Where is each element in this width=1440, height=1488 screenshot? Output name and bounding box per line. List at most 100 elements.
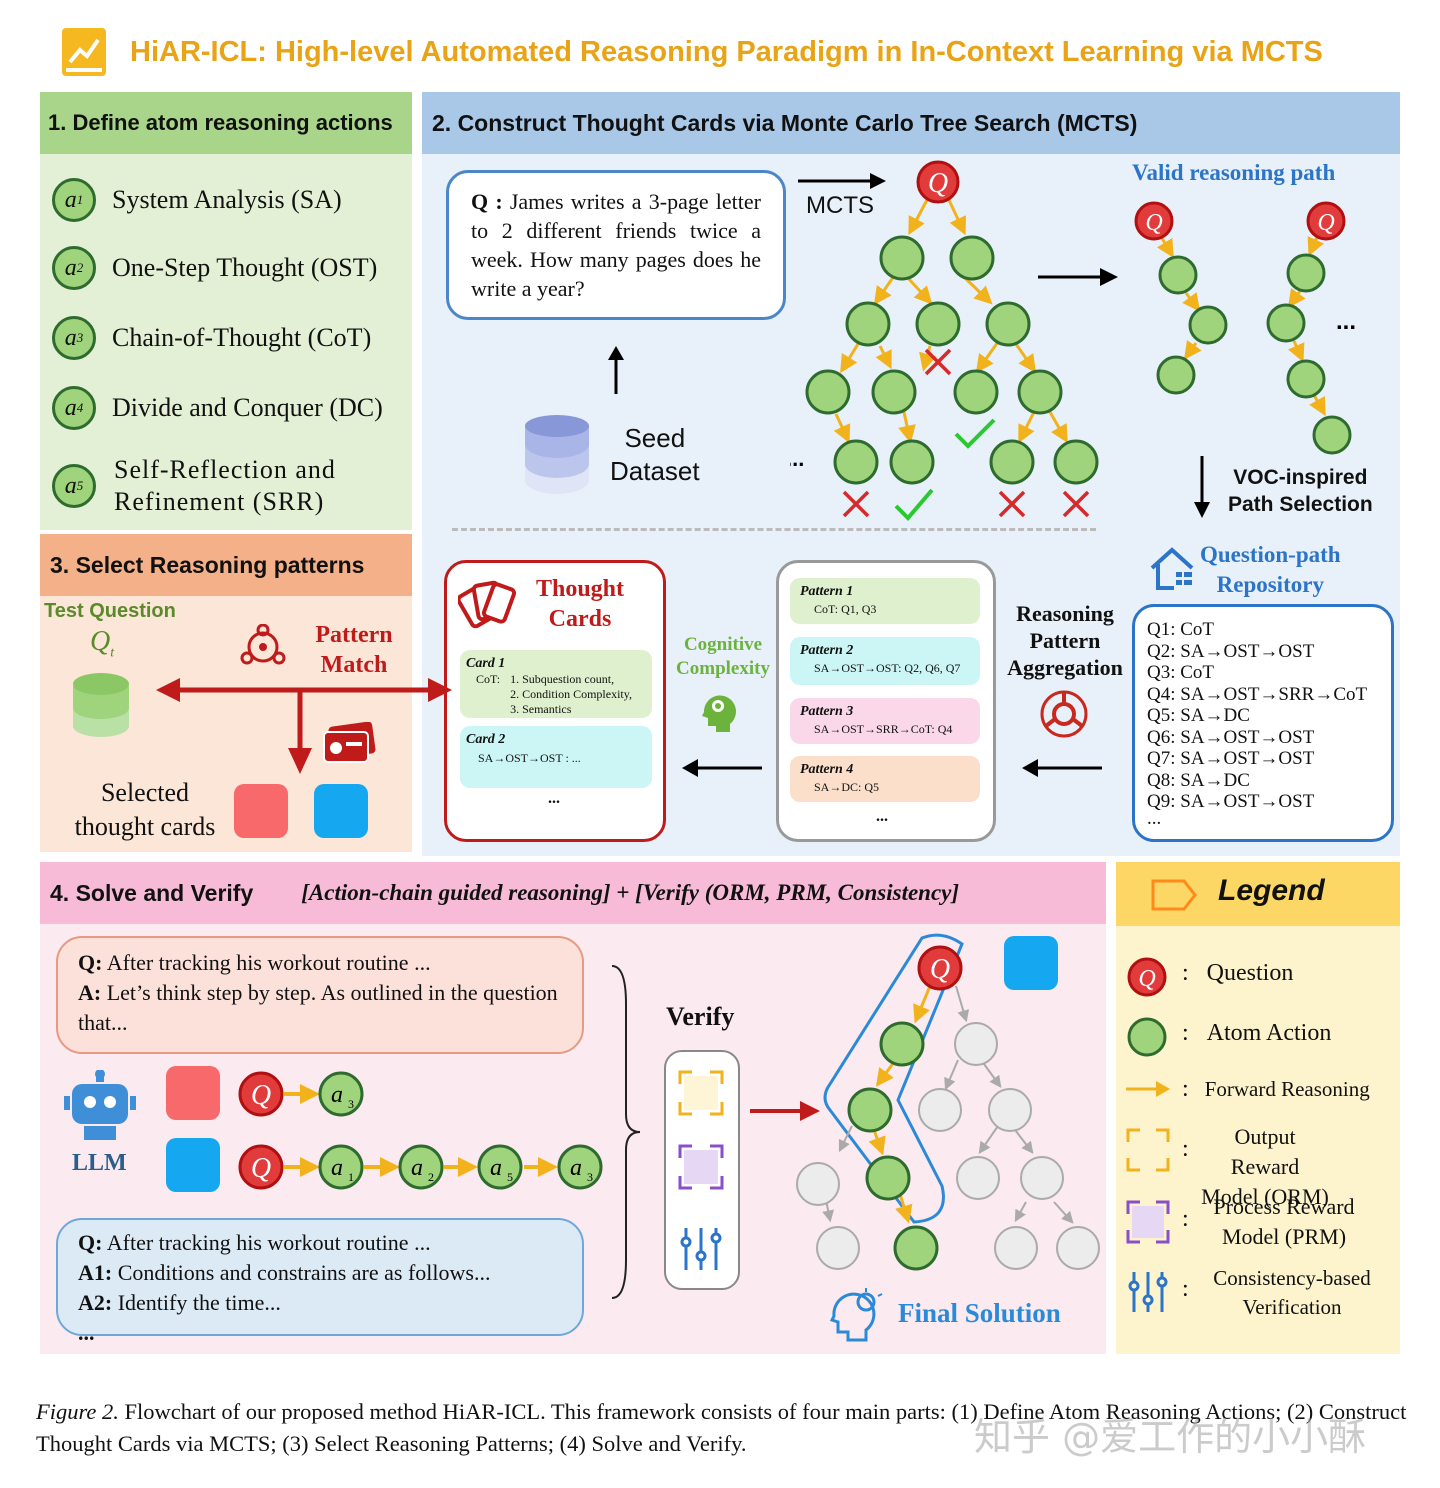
card-1: Card 1 CoT:1. Subquestion count,2. Condi…: [460, 650, 652, 718]
test-question-db-icon: [73, 673, 129, 737]
svg-text:a: a: [490, 1155, 502, 1181]
legend-header: [1116, 862, 1400, 926]
arrow-left-cards: [682, 759, 762, 777]
svg-text:a: a: [411, 1155, 423, 1181]
card-2: Card 2 SA→OST→OST : ...: [460, 726, 652, 788]
caption: Figure 2. Flowchart of our proposed meth…: [36, 1399, 1407, 1456]
selected-card-blue: [314, 784, 368, 838]
svg-text:Q: Q: [1138, 966, 1155, 992]
svg-text:Q: Q: [251, 1153, 271, 1184]
pattern-match-icon: [240, 624, 286, 665]
brace: [611, 965, 641, 1299]
svg-text:a: a: [570, 1155, 582, 1181]
yellow-arrow-icon: [1126, 1081, 1170, 1097]
arrow-left-agg: [1022, 759, 1102, 777]
llm-label: LLM: [72, 1150, 127, 1176]
legend-prm-colon: :: [1182, 1206, 1189, 1232]
final-blue-card: [1004, 936, 1058, 990]
dashed-divider: [452, 528, 1096, 531]
svg-text:5: 5: [507, 1170, 513, 1184]
red-card-icon: [323, 722, 376, 763]
question-node-icon: Q: [1127, 957, 1167, 997]
question-text: James writes a 3-page letter to 2 differ…: [471, 189, 761, 301]
legend-orm-colon: :: [1182, 1136, 1189, 1162]
mcts-arrow: [798, 173, 886, 189]
final-solution-label: Final Solution: [898, 1298, 1061, 1328]
sliders-legend-icon: [1128, 1272, 1168, 1312]
prm-icon: [678, 1144, 724, 1190]
legend-consistency-colon: :: [1182, 1276, 1189, 1302]
action-a5-line2: Refinement (SRR): [114, 487, 325, 516]
final-tree: Q: [796, 933, 1100, 1271]
section1-header: 1. Define atom reasoning actions: [40, 92, 412, 154]
orm-legend-icon: [1126, 1128, 1170, 1172]
valid-path-label: Valid reasoning path: [1132, 160, 1336, 185]
repository-house-icon: [1150, 547, 1194, 590]
thought-cards-icon: [458, 580, 517, 629]
atom-node-legend-icon: [1127, 1017, 1167, 1057]
test-question-label: Test Question: [44, 600, 176, 622]
qt-label: Qt: [90, 626, 115, 661]
arrow-to-final: [750, 1101, 820, 1121]
legend-title: Legend: [1218, 874, 1325, 907]
aggregation-icon: [1040, 690, 1088, 738]
orm-icon: [678, 1070, 724, 1116]
svg-text:Q: Q: [930, 954, 950, 985]
row2-card-blue: [166, 1138, 220, 1192]
cards-more: ...: [548, 790, 560, 807]
svg-text:a: a: [331, 1082, 343, 1108]
arrow-up: [608, 346, 624, 394]
row1-card-red: [166, 1066, 220, 1120]
mcts-tree: Q ...: [790, 160, 1099, 521]
svg-text:...: ...: [790, 446, 804, 471]
action-a5-line1: Self-Reflection and: [114, 455, 336, 484]
legend-forward: :Forward Reasoning: [1182, 1076, 1370, 1102]
section2-header: 2. Construct Thought Cards via Monte Car…: [422, 92, 1400, 154]
answer-box-1: Q: After tracking his workout routine ..…: [56, 936, 584, 1054]
section3-header: 3. Select Reasoning patterns: [40, 534, 412, 596]
svg-text:3: 3: [587, 1170, 593, 1184]
section4-title: 4. Solve and Verify: [50, 879, 254, 906]
brain-gear-icon: [702, 695, 736, 732]
legend-tag-icon: [1151, 879, 1197, 911]
svg-text:a: a: [331, 1155, 343, 1181]
robot-icon: [64, 1070, 136, 1140]
section4-header: 4. Solve and Verify [Action-chain guided…: [40, 862, 1106, 924]
prm-legend-icon: [1126, 1200, 1170, 1244]
seed-dataset-icon: [524, 414, 590, 496]
question-box: Q : James writes a 3-page letter to 2 di…: [446, 170, 786, 320]
svg-text:Q: Q: [1145, 210, 1162, 236]
svg-text:1: 1: [348, 1170, 354, 1184]
sliders-icon: [680, 1228, 722, 1270]
valid-paths: Q Q ...: [1134, 201, 1356, 455]
svg-text:Q: Q: [1317, 210, 1334, 236]
svg-text:...: ...: [1336, 308, 1356, 335]
arrow-right-valid: [1038, 268, 1118, 286]
section4-subtitle: [Action-chain guided reasoning] + [Verif…: [301, 880, 960, 905]
legend-atom-action: :Atom Action: [1182, 1020, 1332, 1046]
svg-text:3: 3: [348, 1097, 354, 1111]
selected-card-red: [234, 784, 288, 838]
pattern-match-arrows: [156, 678, 452, 774]
